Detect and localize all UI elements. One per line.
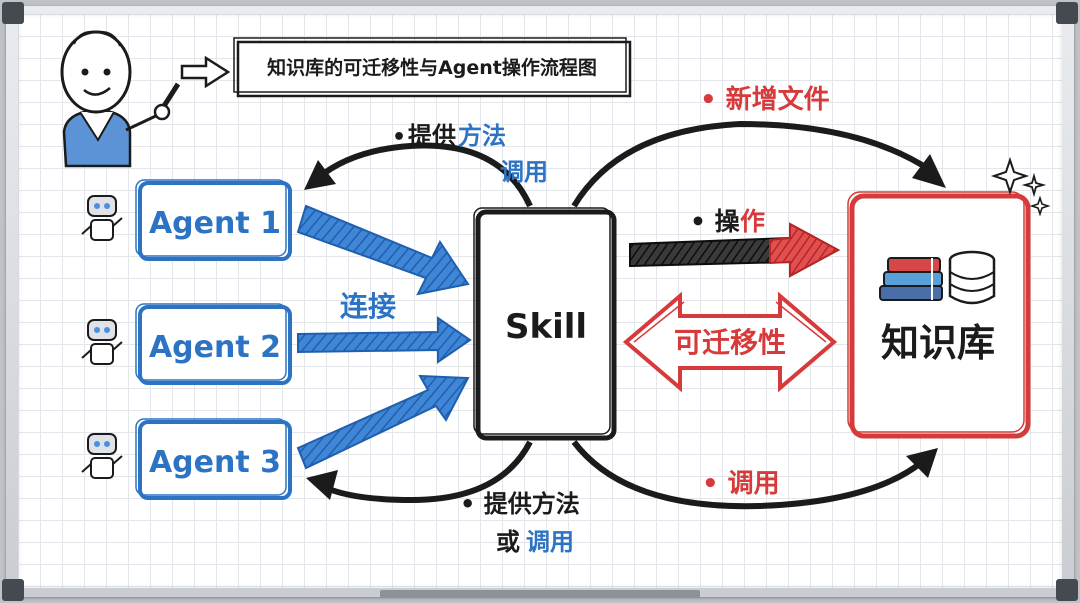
frame-corner	[2, 579, 24, 601]
return-arrow-top	[304, 142, 533, 208]
skill-box: Skill	[473, 207, 617, 441]
database-icon	[948, 250, 996, 305]
or-label: 或	[496, 528, 520, 556]
operate-label-red: 作	[740, 207, 765, 236]
invoke-label: • 调用	[702, 469, 780, 499]
operate-label-black: • 操	[690, 207, 741, 236]
skill-label: Skill	[505, 307, 587, 347]
connect-arrow-2	[297, 316, 472, 364]
pointer-arrow-icon	[180, 55, 231, 89]
provide-method-bottom-label: • 提供方法	[460, 490, 580, 518]
invoke-label-top: 调用	[500, 158, 548, 186]
operate-arrow	[629, 222, 841, 278]
agent-2-label: Agent 2	[149, 330, 281, 365]
knowledge-base-label: 知识库	[881, 321, 995, 365]
new-file-label: • 新增文件	[700, 84, 830, 115]
provide-method-top-bullet: •	[392, 125, 406, 150]
knowledge-base-box: 知识库	[847, 191, 1031, 439]
diagram-title: 知识库的可迁移性与Agent操作流程图	[267, 56, 597, 79]
frame-corner	[2, 2, 24, 24]
portability-label: 可迁移性	[674, 326, 786, 359]
agent-2-box: Agent 2	[135, 303, 292, 385]
title-box: 知识库的可迁移性与Agent操作流程图	[233, 37, 632, 98]
agent-1-label: Agent 1	[149, 206, 281, 241]
connect-arrow-1	[296, 204, 470, 296]
robot-icon	[81, 433, 123, 479]
invoke-arrow	[571, 440, 938, 510]
teacher-figure	[60, 30, 181, 168]
connect-label: 连接	[340, 290, 396, 323]
frame-corner	[1056, 579, 1078, 601]
connect-arrow-3	[296, 374, 470, 470]
frame-corner	[1056, 2, 1078, 24]
robot-icon	[81, 319, 123, 365]
method-label: 方法	[458, 122, 506, 150]
new-file-arrow	[571, 120, 946, 208]
books-icon	[879, 257, 943, 301]
portability-double-arrow: 可迁移性	[622, 291, 838, 393]
return-arrow-bottom	[306, 440, 533, 504]
sparkle-icon	[990, 156, 1051, 217]
robot-icon	[81, 195, 123, 241]
agent-1-box: Agent 1	[135, 179, 292, 261]
invoke-label-bottom: 调用	[526, 528, 574, 556]
agent-3-label: Agent 3	[149, 445, 281, 480]
marker-tray	[380, 590, 700, 598]
agent-3-box: Agent 3	[135, 418, 292, 500]
provide-label: 提供	[408, 122, 456, 150]
